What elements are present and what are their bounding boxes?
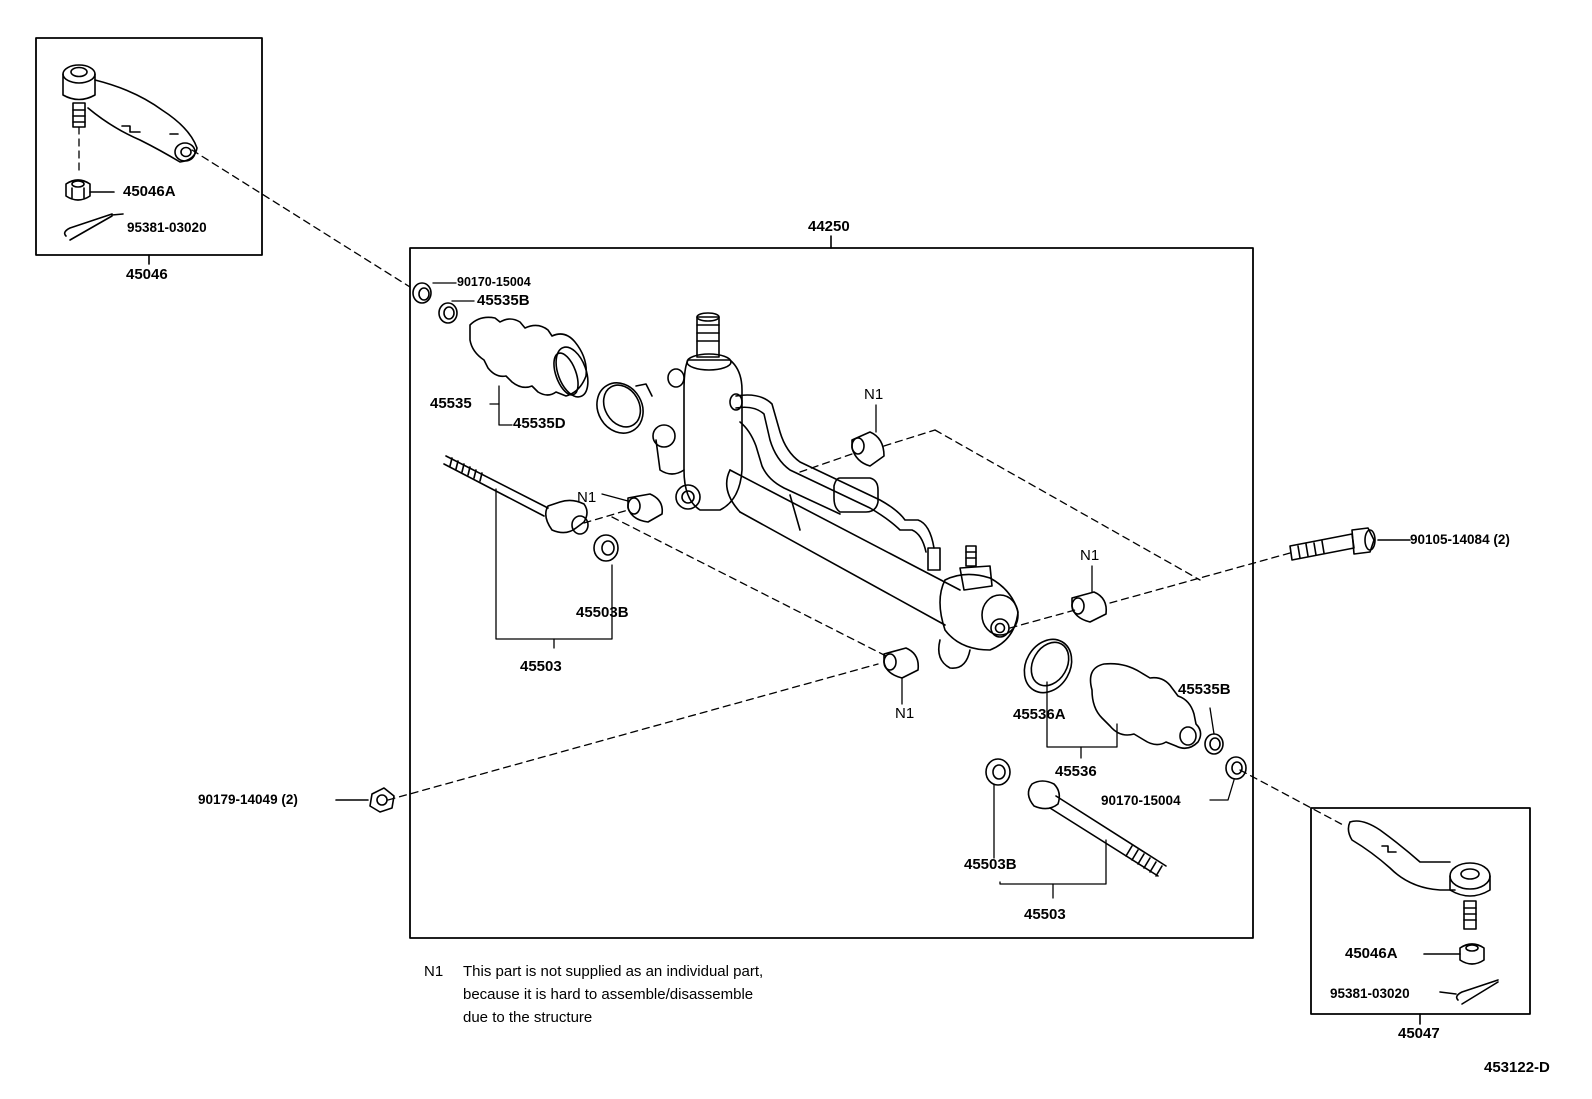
bolt-nut-outside-drawing [335,527,1411,813]
label-clamp-top-left: 90170-15004 [457,275,531,289]
label-nut-bottom-left: 90179-14049 (2) [198,792,298,807]
label-nut-left: 45046A [123,183,176,200]
footnote-body: This part is not supplied as an individu… [463,960,763,1029]
label-n1-bottom: N1 [895,705,915,722]
label-clip-top-left: 45535B [477,292,530,309]
label-clamp-right: 90170-15004 [1101,793,1181,808]
label-n1-left: N1 [577,489,597,506]
label-washer-left: 45503B [576,604,629,621]
label-rack-end-left: 45503 [520,658,562,675]
label-boot-left: 45535 [430,395,472,412]
right-boot-group-drawing [985,638,1247,877]
label-right-tie-rod-end: 45047 [1398,1025,1440,1042]
label-n1-right: N1 [1080,547,1100,564]
label-n1-top: N1 [864,386,884,403]
tie-rod-end-right-drawing [1347,820,1499,1005]
label-rack-end-right: 45503 [1024,906,1066,923]
n1-bushings-drawing [627,431,1108,679]
label-main-assembly: 44250 [808,218,850,235]
label-bolt-right: 90105-14084 (2) [1410,532,1510,547]
footnote-key: N1 [424,963,444,980]
leader-lines [432,282,1235,899]
tie-rod-end-left-drawing [62,64,198,241]
main-assembly-frame [409,247,1254,939]
label-cotter-pin-left: 95381-03020 [127,220,207,235]
label-band-right: 45536A [1013,706,1066,723]
label-boot-right: 45536 [1055,763,1097,780]
label-washer-right: 45503B [964,856,1017,873]
label-nut-right: 45046A [1345,945,1398,962]
label-clip-right: 45535B [1178,681,1231,698]
diagram-code: 453122-D [1484,1059,1550,1076]
label-cotter-pin-right: 95381-03020 [1330,986,1410,1001]
label-left-tie-rod-end: 45046 [126,266,168,283]
footnote-line: This part is not supplied as an individu… [463,963,764,980]
footnote-line: due to the structure [463,1009,593,1026]
label-band-left: 45535D [513,415,566,432]
connection-lines [78,126,1346,827]
footnote-line: because it is hard to assemble/disassemb… [463,986,754,1003]
steering-rack-drawing [652,312,1019,669]
left-boot-group-drawing [412,282,653,562]
